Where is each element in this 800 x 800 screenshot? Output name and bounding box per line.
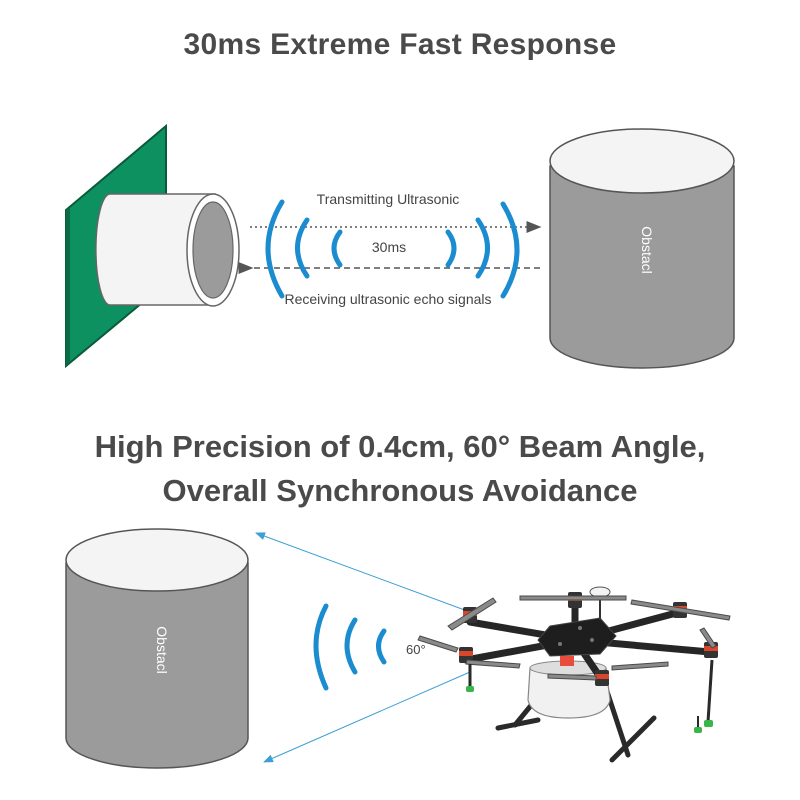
drone-spray-tank — [527, 656, 611, 719]
wave-arc-bottom-inner — [376, 628, 387, 665]
wave-arc-left-middle — [295, 217, 310, 279]
section-title-precision: High Precision of 0.4cm, 60° Beam Angle,… — [0, 425, 800, 513]
receive-label: Receiving ultrasonic echo signals — [285, 291, 492, 307]
obstacle-label-bottom: Obstacl — [154, 626, 170, 673]
wave-arc-right-middle — [475, 217, 490, 279]
drone — [417, 586, 731, 763]
drone-body — [537, 617, 617, 657]
precision-title-line1: High Precision of 0.4cm, 60° Beam Angle, — [94, 429, 706, 464]
time-label: 30ms — [372, 239, 406, 255]
obstacle-label-top: Obstacl — [639, 226, 655, 273]
wave-arc-left-inner — [331, 229, 343, 268]
wave-arc-bottom-middle — [344, 617, 358, 675]
wave-arc-right-outer — [500, 201, 520, 299]
beam-line-upper — [255, 532, 471, 613]
beam-angle-label: 60° — [406, 642, 426, 657]
wave-arc-left-outer — [265, 199, 285, 299]
obstacle-cylinder-top: Obstacl — [549, 128, 735, 369]
transmit-label: Transmitting Ultrasonic — [317, 191, 460, 207]
beam-line-lower — [263, 671, 471, 763]
wave-arc-right-inner — [445, 229, 457, 268]
section-title-fast-response: 30ms Extreme Fast Response — [183, 28, 617, 61]
ultrasonic-sensor — [95, 193, 240, 307]
drone-nozzles — [466, 659, 714, 733]
obstacle-cylinder-bottom: Obstacl — [65, 528, 249, 769]
wave-arc-bottom-outer — [313, 603, 329, 691]
precision-title-line2: Overall Synchronous Avoidance — [162, 473, 638, 508]
drone-propellers — [417, 595, 731, 681]
drone-gps-antenna — [589, 586, 611, 620]
